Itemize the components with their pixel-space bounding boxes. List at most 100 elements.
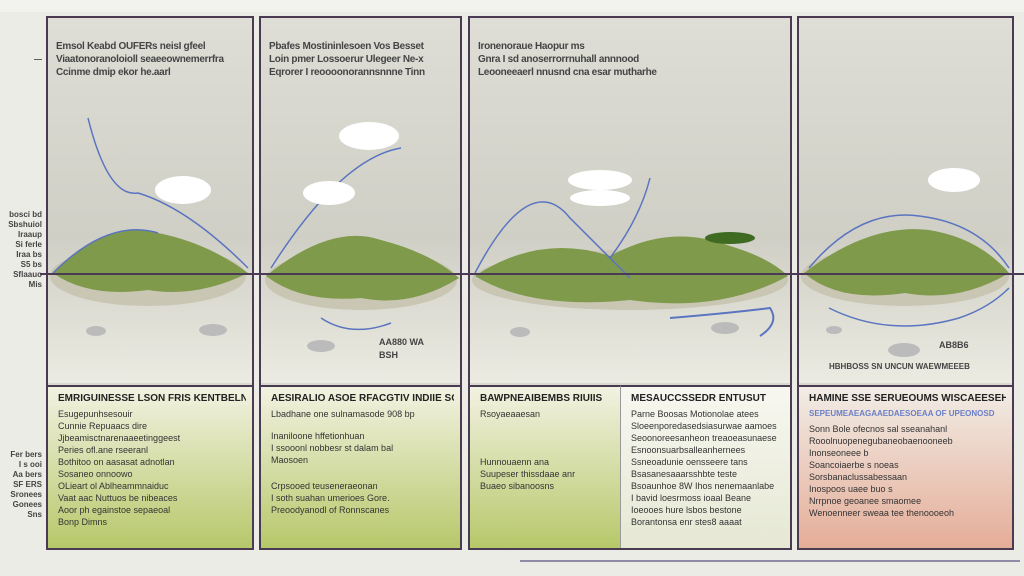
note-line: Gonees (12, 500, 42, 509)
panel-3: Ironenoraue Haopur ms Gnra I sd anoserro… (468, 16, 792, 550)
notes-title: AESIRALIO ASOE RFACGTIV INDIIE SOA (271, 393, 454, 404)
notes-subtitle: SEPEUMEAEAGAAEDAESOEAA OF UPEONOSD (809, 409, 995, 418)
note-line: I s ooi (18, 460, 42, 469)
notes-line: Seoonoreesanheon treaoeasunaese (631, 433, 777, 443)
notes-line: Bsoaunhoe 8W Ihos nenemaanlabe (631, 481, 775, 491)
panel-3-header: Ironenoraue Haopur ms Gnra I sd anoserro… (478, 40, 657, 79)
notes-line: Cunnie Repuaacs dire (58, 421, 148, 431)
note-line: Sns (27, 510, 42, 519)
notes-line: Bonp Dimns (58, 517, 108, 527)
notes-line: Suupeser thissdaae anr (480, 469, 576, 479)
notes-line: Sosaneo onnoowo (58, 469, 133, 479)
note-line: Sflaauo (13, 270, 42, 279)
notes-line: Preoodyanodl of Ronnscanes (271, 505, 390, 515)
header-line: Ironenoraue Haopur ms (478, 41, 585, 52)
panel-4-label: HBHBOSS SN UNCUN WAEWMEEEB (829, 362, 970, 371)
notes-line: Bothitoo on aasasat adnotlan (58, 457, 175, 467)
notes-line: Sonn Bole ofecnos sal sseanahanl (809, 424, 948, 434)
terrain-illustration (472, 170, 788, 337)
cloud-icon (928, 168, 980, 192)
notes-line: Inaniloone hffetionhuan (271, 431, 365, 441)
panel-2-illustration: Pbafes Mostininlesoen Vos Besset Loin pm… (261, 18, 460, 383)
cloud-icon (339, 122, 399, 150)
panel-1-illustration: Emsol Keabd OUFERs neisI gfeel Viaatonor… (48, 18, 252, 383)
panel-2: Pbafes Mostininlesoen Vos Besset Loin pm… (259, 16, 462, 550)
note-line: Iraaup (17, 230, 42, 239)
notes-title: BAWPNEAIBEMBS RIUIIS (480, 393, 603, 404)
notes-line: I ssooonl nobbesr st dalam bal (271, 443, 394, 453)
notes-line: Wenoenneer sweaa tee thenoooeoh (809, 508, 954, 518)
panel-1: Emsol Keabd OUFERs neisI gfeel Viaatonor… (46, 16, 254, 550)
notes-line: Maosoen (271, 455, 309, 465)
header-line: Ccinme dmip ekor he.aarl (56, 67, 171, 78)
notes-line: Esnoonsuarbsalleanhernees (631, 445, 746, 455)
notes-line: Aoor ph egainstoe sepaeoal (58, 505, 171, 515)
note-line: S5 bs (20, 260, 42, 269)
tree-icon (705, 232, 755, 244)
notes-line: Rsoyaeaaesan (480, 409, 541, 419)
notes-line: Hunnouaenn ana (480, 457, 550, 467)
note-line: SF ERS (13, 480, 42, 489)
note-line: Mis (28, 280, 42, 289)
notes-line: OLieart ol Ablheammnaiduc (58, 481, 169, 491)
panel-4-notes: HAMINE SSE SERUEOUMS WISCAEESEHE SEPEUME… (799, 385, 1012, 548)
notes-line: Vaat aac Nuttuos be nibeaces (58, 493, 178, 503)
terrain-illustration (50, 117, 249, 336)
header-line: Leooneeaerl nnusnd cna esar mutharhe (478, 67, 657, 78)
notes-line: Bsasanesaaarsshbte teste (631, 469, 738, 479)
cloud-icon (303, 181, 355, 205)
header-line: Loin pmer Lossoerur Ulegeer Ne-x (269, 54, 424, 65)
left-note-1: — (0, 55, 42, 65)
notes-line: Soancoiaerbe s noeas (809, 460, 899, 470)
panel-3-notes-right: MESAUCCSSEDR ENTUSUT Parne Boosas Motion… (620, 385, 790, 548)
notes-line: Crpsooed teuseneraeonan (271, 481, 378, 491)
notes-line: Nrrpnoe geoanee smaomee (809, 496, 922, 506)
note-line: bosci bd (9, 210, 42, 219)
note-line: Sbshuiol (8, 220, 42, 229)
notes-line: Esugepunhsesouir (58, 409, 133, 419)
bottom-rule (520, 560, 1020, 562)
panel-2-notes: AESIRALIO ASOE RFACGTIV INDIIE SOA Lbadh… (261, 385, 460, 548)
cloud-icon (155, 176, 211, 204)
notes-line: I bavid loesrmoss ioaal Beane (631, 493, 752, 503)
connector-line (40, 273, 1024, 275)
notes-line: Inospoos uaee buo s (809, 484, 893, 494)
panel-2-label: AA880 WA BSH (379, 337, 424, 360)
notes-line: Parne Boosas Motionolae atees (631, 409, 759, 419)
panel-1-header: Emsol Keabd OUFERs neisI gfeel Viaatonor… (56, 40, 224, 79)
notes-title: HAMINE SSE SERUEOUMS WISCAEESEHE (809, 393, 1006, 404)
panel-1-notes: EMRIGUINESSE LSON FRIS KENTBELN Esugepun… (48, 385, 252, 548)
note-line: Sronees (10, 490, 42, 499)
notes-line: Peries ofl.ane rseeranl (58, 445, 149, 455)
notes-line: Ioeooes hure lsbos bestone (631, 505, 742, 515)
notes-line: I soth suahan umerioes Gore. (271, 493, 390, 503)
notes-line: Sorsbanaclussabessaan (809, 472, 908, 482)
terrain-illustration (265, 122, 459, 352)
header-line: Pbafes Mostininlesoen Vos Besset (269, 41, 424, 52)
note-line: Iraa bs (16, 250, 42, 259)
notes-line: Ssneoadunie oensseere tans (631, 457, 748, 467)
note-line: Fer bers (10, 450, 42, 459)
note-line: Aa bers (12, 470, 42, 479)
header-line: Viaatonoranoloioll seaeeownemerrfra (56, 54, 224, 65)
terrain-illustration (801, 168, 1010, 357)
panel-3-illustration: Ironenoraue Haopur ms Gnra I sd anoserro… (470, 18, 790, 383)
panel-4: AB8B6 HBHBOSS SN UNCUN WAEWMEEEB HAMINE … (797, 16, 1014, 550)
panel-2-header: Pbafes Mostininlesoen Vos Besset Loin pm… (269, 40, 425, 79)
panel-4-illustration: AB8B6 HBHBOSS SN UNCUN WAEWMEEEB (799, 18, 1012, 383)
notes-line: Buaeo sibanoosns (480, 481, 555, 491)
header-line: Emsol Keabd OUFERs neisI gfeel (56, 41, 206, 52)
header-line: Gnra I sd anoserrorrnuhall annnood (478, 54, 639, 65)
notes-line: Borantonsa enr stes8 aaaat (631, 517, 742, 527)
top-strip (0, 0, 1024, 12)
notes-line: Rooolnuopenegubaneobaenooneeb (809, 436, 953, 446)
cloud-icon (568, 170, 632, 190)
notes-line: Inonseoneee b (809, 448, 869, 458)
notes-title: EMRIGUINESSE LSON FRIS KENTBELN (58, 393, 246, 404)
note-line: Si ferle (15, 240, 42, 249)
notes-title: MESAUCCSSEDR ENTUSUT (631, 393, 767, 404)
panel-4-label-2: AB8B6 (939, 340, 969, 350)
notes-line: Jjbeamisctnarenaaeetinggeest (58, 433, 181, 443)
